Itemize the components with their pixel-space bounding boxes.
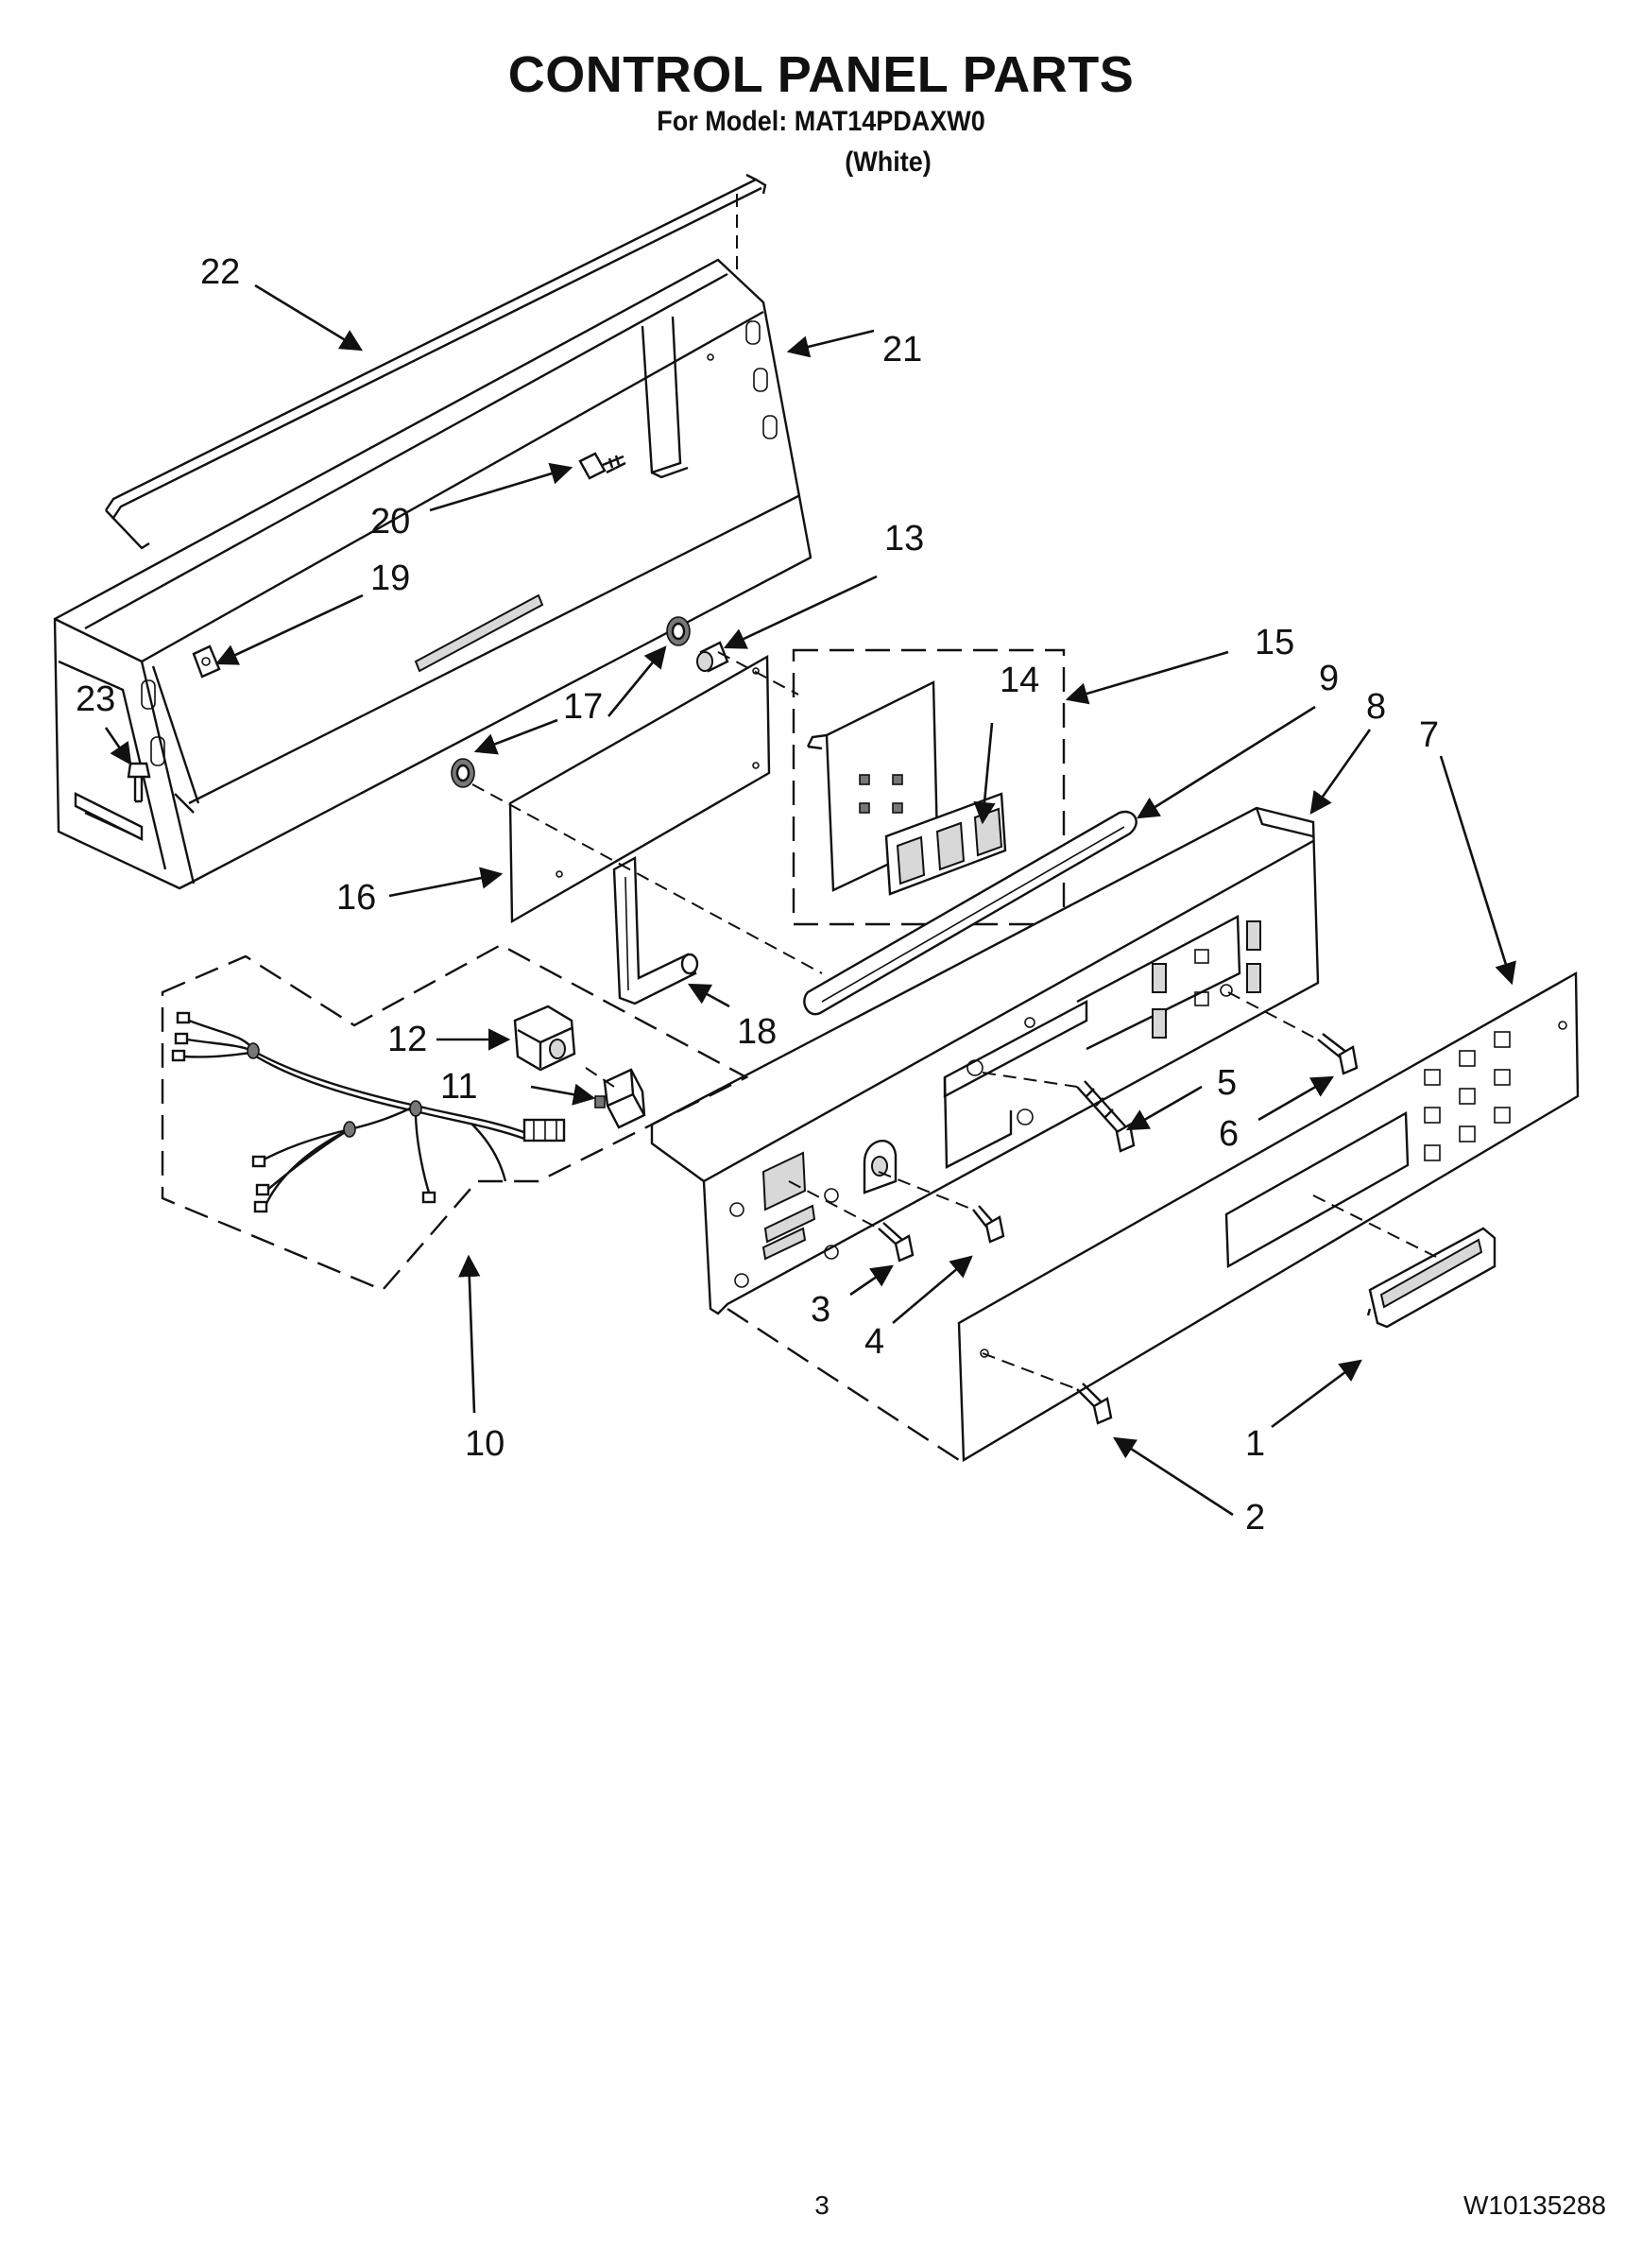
part-12-block <box>513 1005 576 1072</box>
part-22-wire-rod <box>105 173 767 550</box>
part-1-display-window <box>1366 1227 1497 1329</box>
callout-12: 12 <box>387 1020 427 1059</box>
callout-6: 6 <box>1219 1114 1239 1154</box>
part-18-bracket <box>612 856 699 1005</box>
part-6-screw <box>1317 1033 1359 1075</box>
callout-18: 18 <box>737 1012 777 1052</box>
model-line: For Model: MAT14PDAXW0 <box>657 106 985 137</box>
callout-17: 17 <box>563 687 603 727</box>
callout-7: 7 <box>1419 715 1439 755</box>
callout-labels: 1 2 3 4 5 6 7 8 9 10 11 12 13 14 15 16 1… <box>76 252 1439 1538</box>
page-title: CONTROL PANEL PARTS <box>507 46 1135 103</box>
callout-19: 19 <box>370 558 410 598</box>
part-11-switch <box>594 1068 646 1129</box>
part-23-screw <box>127 762 151 803</box>
alignment-line <box>1227 991 1319 1040</box>
alignment-line <box>727 1307 960 1462</box>
part-21-console-housing <box>53 258 812 890</box>
callout-11: 11 <box>440 1067 477 1107</box>
callout-8: 8 <box>1366 687 1386 727</box>
callout-13: 13 <box>884 519 924 558</box>
callout-15: 15 <box>1255 623 1294 662</box>
part-10-harness-group <box>161 943 749 1292</box>
part-7-front-overlay <box>957 971 1580 1463</box>
callout-10: 10 <box>465 1424 505 1464</box>
callout-21: 21 <box>882 330 922 369</box>
page-number: 3 <box>814 2191 830 2220</box>
callout-23: 23 <box>76 679 115 719</box>
document-number: W10135288 <box>1462 2191 1606 2220</box>
callout-1: 1 <box>1245 1424 1265 1464</box>
callout-22: 22 <box>200 252 240 292</box>
callout-14: 14 <box>1000 661 1039 700</box>
part-17-standoffs <box>451 616 691 788</box>
alignment-line <box>788 1180 880 1229</box>
callout-2: 2 <box>1245 1498 1265 1538</box>
color-line: (White) <box>845 146 932 178</box>
part-16-circuit-board <box>508 654 771 924</box>
alignment-line <box>717 651 799 696</box>
alignment-line <box>585 1067 615 1088</box>
alignment-line <box>1312 1194 1437 1258</box>
part-2-screw <box>1076 1383 1113 1425</box>
leader-arrows <box>104 284 1516 1517</box>
callout-20: 20 <box>370 502 410 541</box>
alignment-line <box>878 1171 974 1211</box>
part-4-screw <box>972 1205 1005 1244</box>
callout-16: 16 <box>336 878 376 918</box>
callout-9: 9 <box>1319 659 1339 698</box>
part-15-assembly-box <box>792 648 1066 926</box>
callout-4: 4 <box>864 1322 884 1362</box>
part-20-screw <box>578 452 626 480</box>
alignment-line <box>982 1352 1078 1390</box>
part-13-spacer <box>696 641 729 673</box>
part-5-long-screw <box>1076 1080 1136 1153</box>
callout-5: 5 <box>1217 1063 1237 1103</box>
alignment-line <box>982 1072 1078 1088</box>
part-10-wire-harness <box>171 1011 566 1213</box>
callout-3: 3 <box>811 1290 830 1330</box>
part-9-trim-strip <box>803 810 1137 1016</box>
part-14-switch-board <box>806 680 1007 896</box>
part-3-screw <box>878 1222 915 1263</box>
part-19-clip <box>192 644 221 679</box>
part-8-control-panel <box>650 806 1320 1315</box>
alignment-line <box>471 783 823 974</box>
